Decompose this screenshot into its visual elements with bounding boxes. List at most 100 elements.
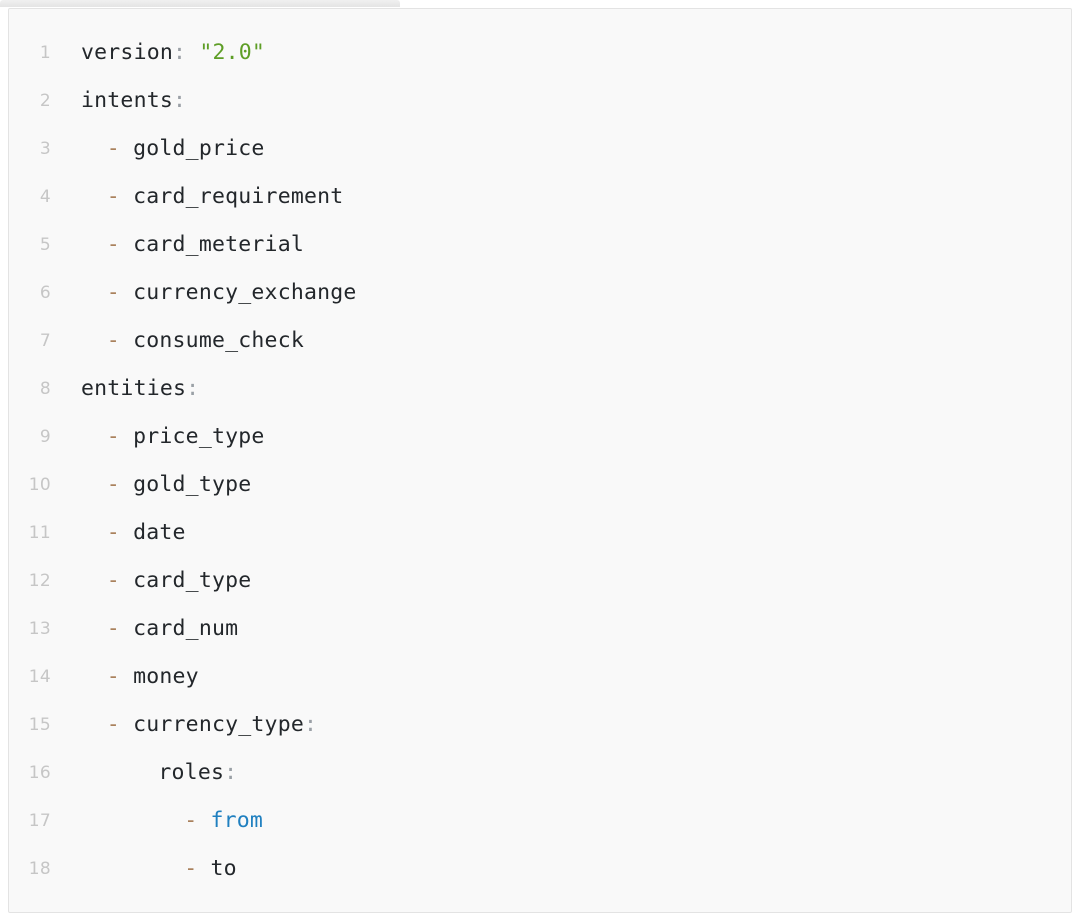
code-token-space <box>120 472 133 497</box>
code-token-space <box>120 424 133 449</box>
code-line-text: - currency_type: <box>107 701 317 749</box>
code-line-text: - card_meterial <box>107 221 304 269</box>
code-token-plain: consume_check <box>133 328 304 353</box>
code-token-plain: card_type <box>133 568 252 593</box>
code-line-text: - consume_check <box>107 317 304 365</box>
code-token-plain: card_meterial <box>133 232 304 257</box>
line-number: 8 <box>39 379 51 399</box>
code-line[interactable]: 1 version: "2.0" <box>9 29 1071 77</box>
code-token-dash: - <box>106 568 120 593</box>
code-token-dash: - <box>106 232 120 257</box>
code-token-plain: date <box>133 520 186 545</box>
code-token-dash: - <box>106 616 120 641</box>
code-token-dash: - <box>106 328 120 353</box>
code-token-plain: to <box>210 856 237 881</box>
code-token-dash: - <box>106 424 120 449</box>
code-line[interactable]: 16 roles: <box>9 749 1071 797</box>
line-number: 3 <box>39 139 51 159</box>
line-number: 11 <box>28 523 51 543</box>
code-token-plain: card_num <box>133 616 239 641</box>
code-token-dash: - <box>106 664 120 689</box>
code-token-colon: : <box>186 376 200 401</box>
line-number: 10 <box>28 475 51 495</box>
line-number: 7 <box>39 331 51 351</box>
code-token-space <box>120 664 133 689</box>
code-token-key: entities <box>81 376 187 401</box>
code-line-text: entities: <box>81 365 199 413</box>
code-token-dash: - <box>106 472 120 497</box>
line-number: 18 <box>28 859 51 879</box>
line-number: 16 <box>28 763 51 783</box>
code-token-dash: - <box>106 712 120 737</box>
code-line[interactable]: 12 - card_type <box>9 557 1071 605</box>
code-token-key: version <box>81 40 174 65</box>
code-token-plain: price_type <box>133 424 265 449</box>
code-line[interactable]: 18 - to <box>9 845 1071 893</box>
code-token-space <box>120 712 133 737</box>
code-token-space <box>120 328 133 353</box>
code-line-text: - card_requirement <box>107 173 344 221</box>
line-number: 4 <box>39 187 51 207</box>
code-line-text: - card_type <box>107 557 252 605</box>
code-token-space <box>197 856 210 881</box>
code-line-text: - money <box>107 653 199 701</box>
line-number: 14 <box>28 667 51 687</box>
line-number: 12 <box>28 571 51 591</box>
code-token-dash: - <box>184 808 198 833</box>
code-token-kw: from <box>210 808 264 833</box>
code-token-space <box>120 280 133 305</box>
code-token-space <box>120 136 133 161</box>
line-number: 1 <box>39 43 51 63</box>
line-number: 15 <box>28 715 51 735</box>
line-number: 17 <box>28 811 51 831</box>
code-line-text: - currency_exchange <box>107 269 357 317</box>
code-token-key: intents <box>81 88 174 113</box>
code-line-text: intents: <box>81 77 186 125</box>
code-line[interactable]: 6 - currency_exchange <box>9 269 1071 317</box>
code-line[interactable]: 14 - money <box>9 653 1071 701</box>
code-line[interactable]: 2 intents: <box>9 77 1071 125</box>
code-line[interactable]: 7 - consume_check <box>9 317 1071 365</box>
code-token-plain: currency_exchange <box>133 280 357 305</box>
code-line[interactable]: 5 - card_meterial <box>9 221 1071 269</box>
code-token-space <box>120 520 133 545</box>
line-number: 6 <box>39 283 51 303</box>
code-line[interactable]: 17 - from <box>9 797 1071 845</box>
code-line[interactable]: 4 - card_requirement <box>9 173 1071 221</box>
line-number: 13 <box>28 619 51 639</box>
code-token-dash: - <box>184 856 198 881</box>
code-token-space <box>120 184 133 209</box>
code-token-key: roles <box>158 760 225 785</box>
code-line-text: - to <box>184 845 237 893</box>
code-line-text: - date <box>107 509 186 557</box>
code-token-colon: : <box>173 88 187 113</box>
code-line[interactable]: 8 entities: <box>9 365 1071 413</box>
code-token-dash: - <box>106 184 120 209</box>
code-line-text: - from <box>184 797 263 845</box>
code-line[interactable]: 13 - card_num <box>9 605 1071 653</box>
code-token-str: "2.0" <box>199 40 266 65</box>
code-token-space <box>120 616 133 641</box>
code-token-key: currency_type <box>133 712 304 737</box>
code-token-space <box>186 40 199 65</box>
code-line[interactable]: 9- price_type <box>9 413 1071 461</box>
code-line[interactable]: 11 - date <box>9 509 1071 557</box>
window-tab-strip[interactable] <box>0 0 400 7</box>
code-token-plain: gold_price <box>133 136 265 161</box>
code-token-plain: gold_type <box>133 472 252 497</box>
code-token-dash: - <box>106 280 120 305</box>
code-line-text: - card_num <box>107 605 238 653</box>
line-number: 2 <box>39 91 51 111</box>
code-line-text: roles: <box>158 749 237 797</box>
code-token-space <box>120 568 133 593</box>
code-token-colon: : <box>303 712 318 737</box>
code-line[interactable]: 3- gold_price <box>9 125 1071 173</box>
code-token-dash: - <box>106 520 120 545</box>
code-token-colon: : <box>224 760 238 785</box>
line-number: 5 <box>39 235 51 255</box>
code-line[interactable]: 10 - gold_type <box>9 461 1071 509</box>
code-line-text: version: "2.0" <box>81 29 265 77</box>
code-line[interactable]: 15 - currency_type: <box>9 701 1071 749</box>
